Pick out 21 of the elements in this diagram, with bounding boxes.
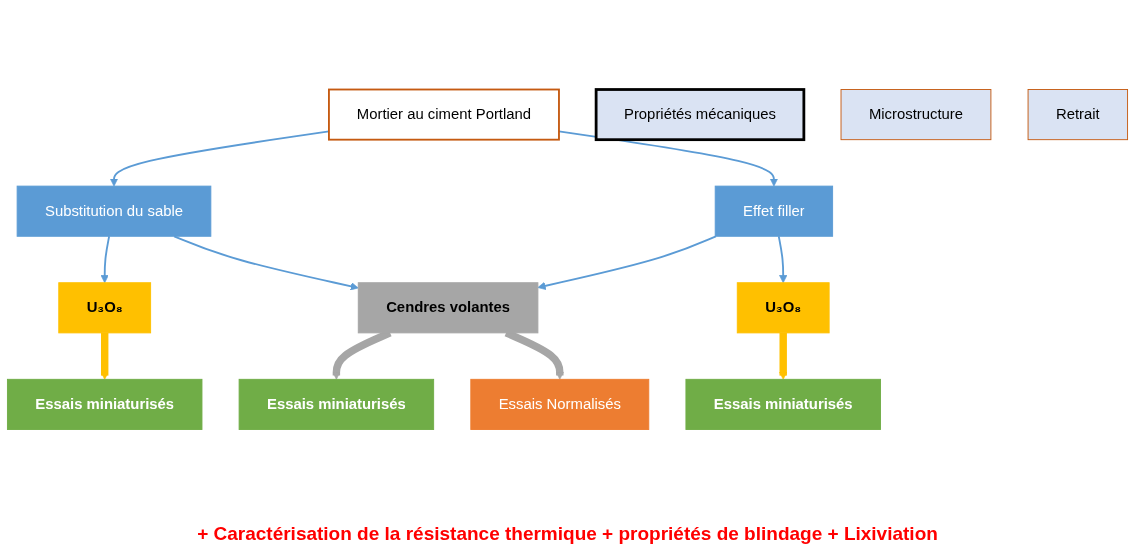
arrow bbox=[558, 130, 778, 187]
caption: + Caractérisation de la résistance thermique + propriétés de blindage + Lixiviation bbox=[197, 522, 938, 546]
node-box: Essais miniaturisés bbox=[238, 378, 435, 430]
node-box: Effet filler bbox=[714, 185, 834, 237]
node-box: Essais Normalisés bbox=[470, 378, 650, 430]
node-box: U₃O₈ bbox=[736, 282, 830, 334]
node-box: Mortier au ciment Portland bbox=[328, 88, 560, 141]
node-box: Propriétés mécaniques bbox=[594, 88, 806, 142]
arrow bbox=[173, 235, 359, 291]
arrow bbox=[100, 235, 111, 284]
arrow bbox=[777, 235, 788, 284]
node-box: Essais miniaturisés bbox=[685, 378, 881, 430]
node-box: Substitution du sable bbox=[16, 185, 212, 237]
arrow bbox=[779, 332, 788, 380]
node-box: Microstructure bbox=[840, 89, 992, 141]
node-box: Retrait bbox=[1027, 89, 1129, 141]
node-box: Cendres volantes bbox=[357, 282, 539, 334]
arrow bbox=[537, 235, 717, 290]
node-box: U₃O₈ bbox=[58, 282, 152, 334]
node-box: Essais miniaturisés bbox=[6, 378, 203, 430]
arrow bbox=[100, 332, 109, 380]
